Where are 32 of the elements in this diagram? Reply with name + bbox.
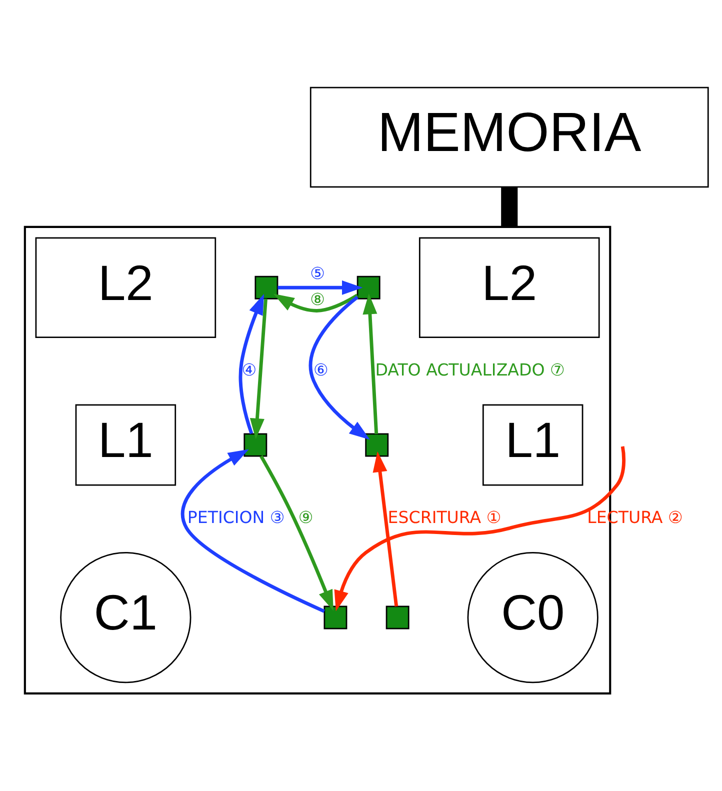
node-box: L2 (35, 236, 216, 338)
node-box: L1 (75, 404, 176, 486)
edge-label: ⑧ (310, 290, 325, 309)
node-circle: C1 (60, 551, 192, 683)
arrow (273, 293, 358, 312)
edge-label: ⑤ (310, 263, 325, 282)
edge-label: ESCRITURA ① (388, 508, 502, 527)
edge-label: DATO ACTUALIZADO ⑦ (375, 360, 565, 379)
node-box (254, 275, 278, 299)
arrow (250, 298, 268, 439)
arrow (308, 295, 370, 440)
edge-label: ⑥ (314, 360, 328, 379)
arrow (372, 450, 398, 606)
arrow (334, 446, 626, 611)
connector (501, 186, 518, 226)
edge-label: PETICION ③ (187, 508, 285, 527)
node-box: L1 (482, 404, 584, 486)
node-box (386, 605, 410, 629)
arrow (362, 293, 378, 434)
node-box: L2 (418, 236, 600, 338)
node-circle: C0 (467, 551, 598, 683)
arrow (260, 454, 334, 610)
node-box (356, 275, 380, 299)
node-box: MEMORIA (310, 86, 709, 188)
node-box (244, 432, 268, 456)
edge-label: ⑨ (298, 508, 314, 527)
arrow (238, 293, 264, 434)
edge-label: ④ (242, 360, 257, 379)
arrow (278, 280, 363, 294)
node-box (324, 605, 348, 629)
arrow (180, 448, 325, 612)
node-box (365, 432, 389, 456)
